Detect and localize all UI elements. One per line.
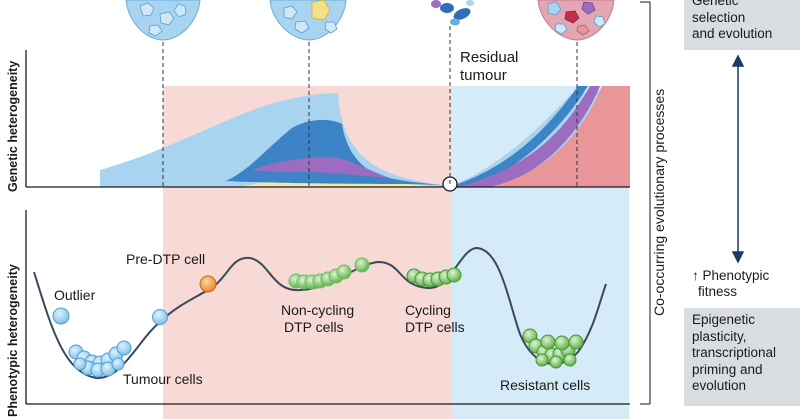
genetic-selection-line2: selection (692, 9, 746, 25)
epigenetic-line1: Epigenetic (692, 312, 756, 327)
residual-tumour-cells-icon (431, 0, 474, 26)
pre-dtp-cell-label: Pre-DTP cell (126, 251, 205, 267)
epigenetic-line5: evolution (692, 378, 747, 393)
salmon-clone-area (490, 86, 630, 187)
non-cycling-dtp-label-line1: Non-cycling (281, 302, 354, 318)
phenotypic-fitness-label: ↑ Phenotypic fitness (692, 268, 769, 300)
cycling-dtp-cells-cluster (406, 267, 462, 288)
non-cycling-dtp-label-line2: DTP cells (284, 319, 344, 335)
outlier-cell (52, 307, 70, 325)
genetic-selection-line1: Genetic (692, 0, 739, 8)
genetic-heterogeneity-axis-label: Genetic heterogeneity (6, 61, 20, 192)
phenotypic-heterogeneity-axis-label: Phenotypic heterogeneity (6, 264, 20, 417)
epigenetic-line4: priming and (692, 361, 763, 377)
cycling-dtp-label-line1: Cycling (405, 302, 451, 318)
bidirectional-arrow-icon (731, 54, 745, 264)
phenotypic-fitness-line1: ↑ Phenotypic (692, 268, 770, 283)
epigenetic-line2: plasticity, (692, 328, 747, 344)
tumour-cells-cluster (68, 340, 132, 378)
co-occurring-processes-label: Co-occurring evolutionary processes (651, 89, 667, 316)
cycling-dtp-label-line2: DTP cells (405, 319, 465, 335)
treated-tumour-cluster-icon (269, 0, 347, 41)
timepoint-guides (162, 26, 578, 187)
genetic-selection-box: Genetic selection and evolution (684, 0, 800, 50)
genetic-selection-line3: and evolution (692, 26, 773, 41)
transitioning-blue-cell (152, 309, 168, 325)
phenotypic-fitness-line2: fitness (698, 284, 738, 299)
resistant-cells-label: Resistant cells (500, 377, 590, 393)
tumour-cells-label: Tumour cells (123, 371, 203, 387)
non-cycling-dtp-cells-cluster (288, 257, 370, 290)
outlier-label: Outlier (54, 287, 96, 303)
light-blue-clone-area (100, 86, 630, 187)
epigenetic-line3: transcriptional (692, 345, 777, 360)
resistant-tumour-cluster-icon (537, 0, 615, 41)
residual-tumour-label-line1: Residual (460, 49, 518, 66)
residual-tumour-label-line2: tumour (460, 67, 507, 84)
initial-tumour-cluster-icon (125, 0, 201, 41)
epigenetic-plasticity-box: Epigenetic plasticity, transcriptional p… (684, 308, 800, 406)
resistant-cells-cluster (522, 328, 584, 369)
purple-clone-area (252, 86, 600, 187)
pre-dtp-cell (199, 275, 217, 293)
